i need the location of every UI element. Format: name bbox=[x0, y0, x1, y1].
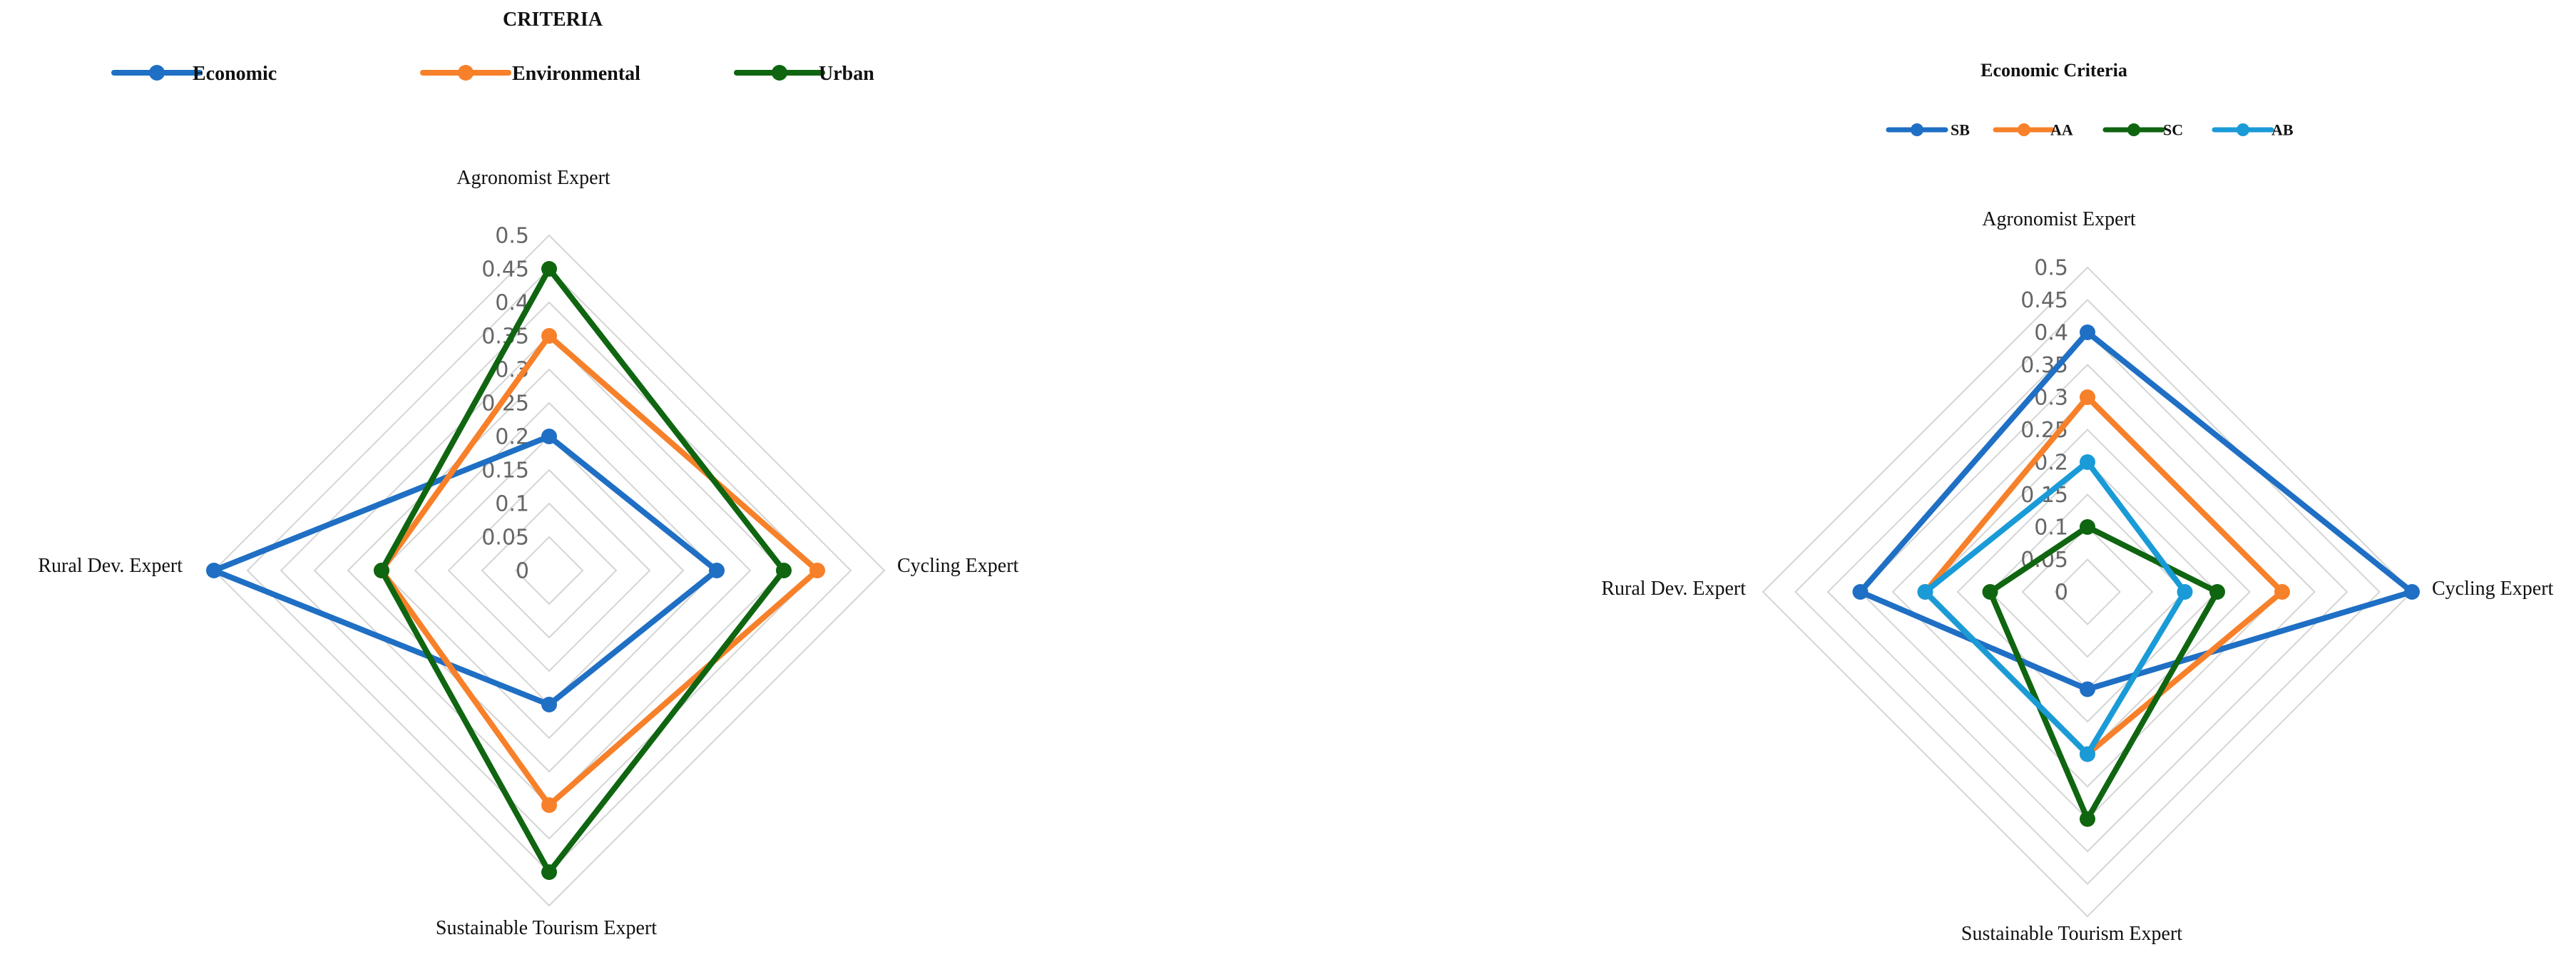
grid-ring bbox=[280, 301, 819, 840]
tick-label: 0.1 bbox=[495, 492, 529, 517]
grid-ring bbox=[213, 234, 886, 907]
legend-swatch-marker bbox=[772, 65, 787, 81]
legend-swatch-marker bbox=[2018, 123, 2030, 136]
legend-item-ab: AB bbox=[2212, 121, 2294, 139]
data-point bbox=[541, 797, 557, 813]
data-point bbox=[709, 563, 725, 578]
legend-label: Economic bbox=[193, 63, 277, 85]
grid-ring bbox=[1826, 331, 2348, 853]
data-point bbox=[541, 261, 557, 277]
data-point bbox=[2404, 584, 2420, 600]
legend: SB AA SC AB bbox=[1886, 121, 2294, 139]
axis-label: Cycling Expert bbox=[897, 555, 1019, 577]
grid-ring bbox=[514, 536, 584, 605]
series-ab bbox=[1917, 454, 2193, 762]
legend-swatch-marker bbox=[458, 65, 474, 81]
radar-grid bbox=[213, 234, 886, 907]
data-point bbox=[2177, 584, 2193, 600]
grid-ring bbox=[447, 469, 651, 672]
data-point bbox=[541, 328, 557, 344]
legend-item-environmental: Environmental bbox=[420, 63, 640, 85]
series-sb bbox=[1852, 324, 2420, 697]
data-point bbox=[541, 697, 557, 712]
data-point bbox=[374, 563, 389, 578]
grid-ring bbox=[2021, 526, 2154, 658]
series-sc bbox=[1982, 519, 2225, 827]
data-point bbox=[809, 563, 825, 578]
tick-label: 0.4 bbox=[2034, 321, 2068, 346]
data-point bbox=[2080, 324, 2095, 340]
radial-ticks: 00.050.10.150.20.250.30.350.40.450.5 bbox=[481, 224, 529, 584]
tick-label: 0.45 bbox=[481, 257, 529, 282]
axis-label: Agronomist Expert bbox=[1982, 208, 2136, 230]
axis-label: Rural Dev. Expert bbox=[38, 555, 183, 577]
data-point bbox=[2080, 811, 2095, 827]
axis-label: Sustainable Tourism Expert bbox=[436, 917, 657, 939]
tick-label: 0.05 bbox=[481, 526, 529, 551]
grid-ring bbox=[1762, 266, 2413, 918]
radar-chart-1: CRITERIA Economic Environmental Urban 0 0.05 0… bbox=[38, 9, 1018, 939]
data-point bbox=[206, 563, 222, 578]
tick-label: 0 bbox=[2055, 580, 2068, 605]
data-point bbox=[2080, 519, 2095, 535]
legend-swatch-marker bbox=[2237, 123, 2249, 136]
data-point bbox=[2080, 389, 2095, 405]
tick-label: 0.5 bbox=[2034, 256, 2068, 281]
legend-label: SC bbox=[2163, 121, 2183, 139]
data-point bbox=[2209, 584, 2225, 600]
legend-item-urban: Urban bbox=[734, 63, 874, 85]
legend-label: Urban bbox=[819, 63, 874, 85]
legend-label: Environmental bbox=[512, 63, 640, 85]
legend-swatch-marker bbox=[2127, 123, 2140, 136]
legend-swatch-marker bbox=[149, 65, 165, 81]
series-line bbox=[378, 332, 822, 809]
grid-ring bbox=[347, 368, 752, 773]
data-point bbox=[1917, 584, 1933, 600]
legend: Economic Environmental Urban bbox=[111, 63, 874, 85]
grid-ring bbox=[2054, 558, 2121, 625]
legend-item-sb: SB bbox=[1886, 121, 1970, 139]
data-point bbox=[1852, 584, 1869, 600]
data-point bbox=[2080, 746, 2095, 762]
data-point bbox=[2274, 584, 2290, 600]
data-point bbox=[1982, 584, 1998, 600]
tick-label: 0.1 bbox=[2034, 516, 2068, 541]
grid-ring bbox=[1794, 299, 2381, 885]
grid-ring bbox=[1956, 461, 2219, 723]
grid-ring bbox=[481, 502, 618, 639]
grid-ring bbox=[246, 267, 852, 874]
axis-label: Cycling Expert bbox=[2432, 578, 2554, 600]
axis-label: Agronomist Expert bbox=[456, 167, 610, 189]
axis-label: Sustainable Tourism Expert bbox=[1961, 923, 2182, 945]
tick-label: 0.45 bbox=[2020, 288, 2068, 313]
series-urban bbox=[374, 261, 792, 880]
data-point bbox=[2080, 681, 2095, 697]
tick-label: 0 bbox=[516, 559, 529, 584]
legend-label: AA bbox=[2050, 121, 2073, 139]
legend-item-aa: AA bbox=[1993, 121, 2073, 139]
series-line bbox=[206, 433, 722, 708]
legend-item-sc: SC bbox=[2102, 121, 2183, 139]
grid-ring bbox=[380, 401, 718, 740]
chart-title: Economic Criteria bbox=[1980, 60, 2127, 81]
legend-item-economic: Economic bbox=[111, 63, 277, 85]
legend-swatch-marker bbox=[1911, 123, 1923, 136]
series-environmental bbox=[374, 328, 825, 813]
legend-label: AB bbox=[2271, 121, 2294, 139]
data-point bbox=[541, 864, 557, 880]
legend-label: SB bbox=[1951, 121, 1970, 139]
data-point bbox=[776, 563, 792, 578]
series-economic bbox=[206, 429, 725, 712]
data-point bbox=[541, 429, 557, 444]
chart-title: CRITERIA bbox=[503, 9, 603, 31]
data-point bbox=[2080, 454, 2095, 470]
tick-label: 0.5 bbox=[495, 224, 529, 249]
axis-label: Rural Dev. Expert bbox=[1601, 578, 1746, 600]
